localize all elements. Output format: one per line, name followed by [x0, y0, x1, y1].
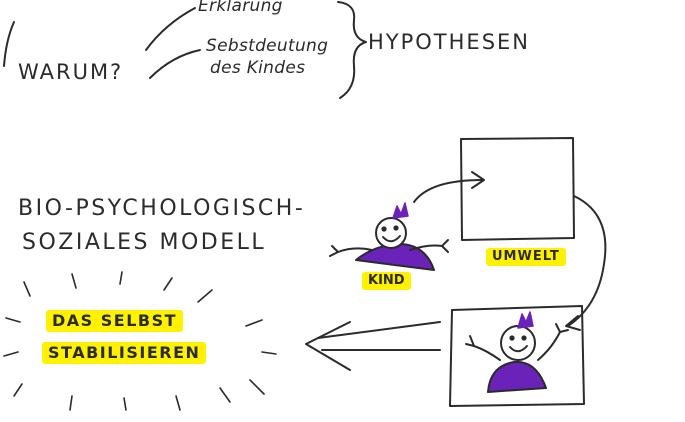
result-line2: STABILISIEREN [42, 342, 207, 364]
arrow-head-2 [565, 315, 581, 331]
model-title-line1: BIO-PSYCHOLOGISCH- [18, 196, 306, 221]
arrow-icon [567, 195, 607, 327]
selbstdeutung-label: Sebstdeutung [206, 36, 329, 56]
child-figure-icon [329, 217, 449, 271]
crown-icon [392, 202, 409, 219]
kind-label: KIND [362, 272, 411, 290]
branch-line-selbstdeutung [149, 49, 201, 79]
arrow-icon [413, 179, 483, 203]
result-line1: DAS SELBST [46, 310, 184, 332]
branch-line-erklaerung [145, 7, 196, 51]
double-arrow-icon [305, 321, 441, 371]
result-box [449, 305, 585, 407]
shine-strokes [3, 271, 277, 411]
model-title-line2: SOZIALES MODELL [22, 230, 267, 255]
child-figure-icon [465, 323, 569, 393]
erklaerung-label: Erklärung [198, 0, 283, 16]
hypothesen-label: HYPOTHESEN [368, 30, 531, 54]
umwelt-label: UMWELT [486, 248, 566, 266]
selbstdeutung-label-2: des Kindes [210, 58, 306, 78]
crown-icon [517, 311, 534, 329]
warum-question: WARUM? [18, 60, 124, 84]
arrow-head-1 [471, 171, 485, 189]
margin-stroke [3, 21, 15, 67]
curly-brace [337, 1, 367, 99]
umwelt-box [460, 137, 575, 241]
